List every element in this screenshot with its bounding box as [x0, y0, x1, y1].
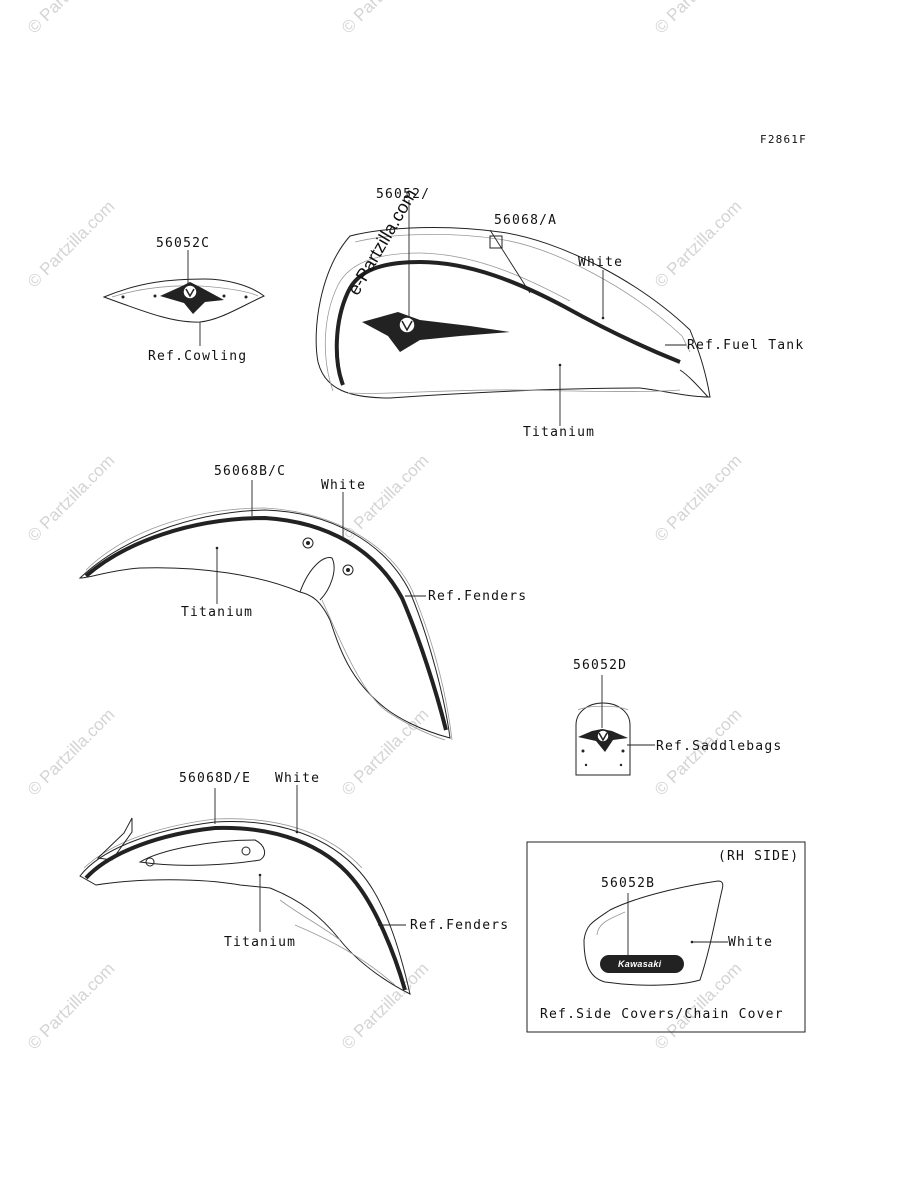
ref-rear-fender: Ref.Fenders: [410, 918, 510, 933]
cowling-decal: [102, 250, 265, 346]
ref-saddlebags: Ref.Saddlebags: [656, 739, 783, 754]
label-titanium-tank: Titanium: [523, 425, 596, 440]
part-number-saddlebag: 56052D: [573, 658, 628, 673]
label-white-side-cover: White: [728, 935, 774, 950]
part-number-side-cover: 56052B: [601, 876, 656, 891]
side-label: (RH SIDE): [718, 849, 800, 864]
part-number-tank-emblem: 56052/: [376, 187, 431, 202]
side-cover-panel: [526, 841, 806, 1033]
label-white-rear-fender: White: [275, 771, 321, 786]
kawasaki-logo-badge: Kawasaki: [618, 959, 662, 969]
part-number-rear-fender: 56068D/E: [179, 771, 252, 786]
label-titanium-rear-fender: Titanium: [224, 935, 297, 950]
ref-side-covers: Ref.Side Covers/Chain Cover: [540, 1007, 784, 1022]
ref-cowling: Ref.Cowling: [148, 349, 248, 364]
fuel-tank-decal: [315, 200, 711, 426]
ref-fuel-tank: Ref.Fuel Tank: [687, 338, 805, 353]
label-white-tank: White: [578, 255, 624, 270]
part-number-cowling: 56052C: [156, 236, 211, 251]
part-number-tank-stripe: 56068/A: [494, 213, 558, 228]
ref-front-fender: Ref.Fenders: [428, 589, 528, 604]
part-number-front-fender: 56068B/C: [214, 464, 287, 479]
rear-fender-decal: [79, 785, 411, 995]
saddlebag-decal: [575, 675, 655, 776]
label-white-front-fender: White: [321, 478, 367, 493]
label-titanium-front-fender: Titanium: [181, 605, 254, 620]
figure-code: F2861F: [760, 133, 807, 146]
front-fender-decal: [78, 480, 453, 741]
